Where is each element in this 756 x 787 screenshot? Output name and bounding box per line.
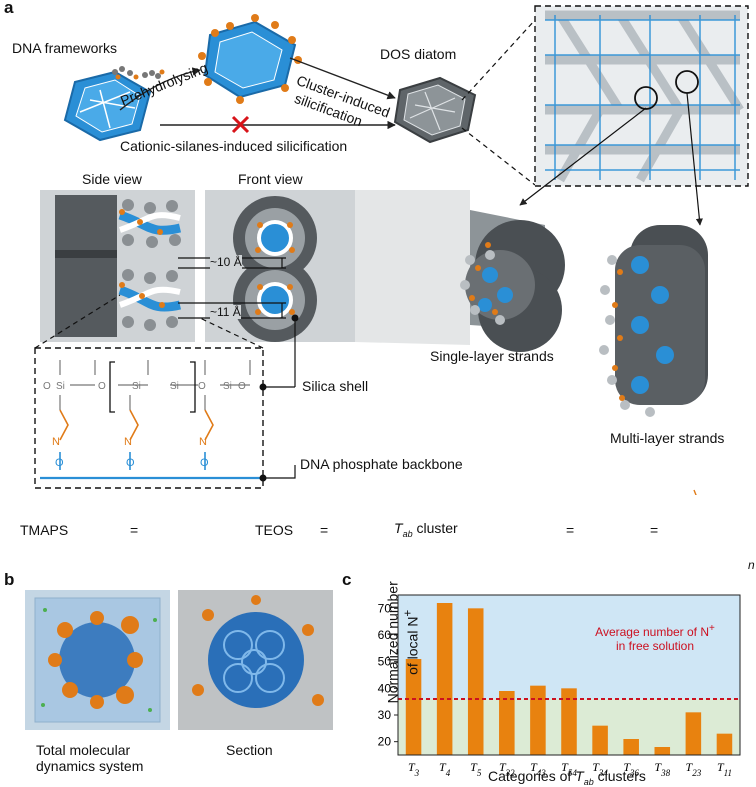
label-section: Section — [226, 742, 273, 758]
label-dos-diatom: DOS diatom — [380, 46, 457, 62]
svg-text:O: O — [238, 381, 246, 392]
x-axis-title: Categories of Tab clusters — [488, 768, 646, 787]
svg-text:Si: Si — [170, 381, 179, 392]
equals-sign-1: = — [130, 522, 139, 538]
svg-text:O: O — [200, 457, 209, 469]
label-side-view: Side view — [82, 171, 142, 187]
x-tick-label: T43 — [530, 760, 546, 778]
equals-sign-2: = — [320, 522, 329, 538]
label-tab-cluster: Tab cluster — [394, 520, 458, 539]
y-tick-label: 60 — [378, 628, 392, 642]
svg-text:Si: Si — [132, 381, 141, 392]
x-tick-label: T11 — [717, 760, 732, 778]
bar-T54 — [561, 688, 577, 755]
label-tmaps: TMAPS — [20, 522, 69, 538]
y-tick-label: 20 — [378, 735, 392, 749]
bar-T43 — [530, 685, 546, 755]
svg-text:N: N — [124, 436, 132, 448]
label-front-view: Front view — [238, 171, 303, 187]
label-total-line1: Total molecular — [36, 742, 131, 758]
x-tick-label: T54 — [561, 760, 577, 778]
y-tick-label: 70 — [378, 601, 392, 615]
bar-T3 — [405, 659, 422, 755]
y-tick-label: 30 — [378, 708, 392, 722]
x-tick-label: T32 — [499, 760, 515, 778]
bar-T36 — [623, 739, 639, 755]
label-dna-backbone: DNA phosphate backbone — [300, 456, 463, 472]
x-tick-label: T34 — [592, 760, 608, 778]
panel-b-label: b — [4, 570, 15, 589]
panel-c-label: c — [342, 570, 352, 589]
svg-text:N: N — [199, 436, 207, 448]
average-annotation: Average number of N+ in free solution — [595, 623, 715, 653]
label-distance-10: ~10 Å — [210, 255, 242, 269]
background-above-average — [398, 595, 740, 699]
y-axis-title-line2: of local N+ — [401, 609, 421, 675]
bar-T34 — [592, 725, 608, 755]
x-tick-label: T38 — [654, 760, 670, 778]
bar-T23 — [685, 712, 702, 755]
y-tick-label: 50 — [378, 655, 392, 669]
svg-text:O: O — [198, 381, 206, 392]
svg-text:O: O — [55, 457, 64, 469]
x-tick-label: T4 — [439, 760, 451, 778]
label-dna-frameworks: DNA frameworks — [12, 40, 118, 56]
bar-T5 — [467, 608, 484, 755]
label-distance-11: ~11 Å — [210, 305, 241, 319]
y-tick-label: 40 — [378, 681, 392, 695]
svg-text:O: O — [126, 457, 135, 469]
y-axis-title-line1: Normalized number — [384, 581, 401, 704]
bar-chart: T3 T4 T5 T32 T43 T54 T34 T36 T38 T23 T11 20 30 40 50 60… — [378, 594, 741, 778]
label-silica-shell: Silica shell — [302, 378, 369, 394]
svg-text:O: O — [43, 381, 51, 392]
bar-T32 — [499, 691, 515, 755]
bar-T38 — [654, 747, 671, 755]
label-single-layer-strands: Single-layer strands — [430, 348, 554, 364]
label-total-line2: dynamics system — [36, 758, 144, 774]
md-system-image — [25, 590, 170, 730]
label-multi-layer-strands: Multi-layer strands — [610, 430, 725, 446]
x-tick-label: T3 — [408, 760, 420, 778]
label-cationic-silicification: Cationic-silanes-induced silicification — [120, 138, 348, 154]
section-image — [178, 590, 333, 730]
svg-text:Si: Si — [223, 381, 232, 392]
svg-text:Si: Si — [56, 381, 65, 392]
equals-sign-3: = — [566, 522, 575, 538]
panel-a-label: a — [4, 0, 14, 17]
dna-framework-hexagon — [63, 70, 152, 142]
svg-text:N: N — [52, 436, 60, 448]
x-tick-label: T36 — [623, 760, 639, 778]
x-tick-label: T5 — [470, 760, 482, 778]
bar-T4 — [436, 603, 453, 755]
x-tick-label: T23 — [686, 760, 702, 778]
label-teos: TEOS — [255, 522, 294, 538]
equals-sign-4: = — [650, 522, 659, 538]
bar-T11 — [716, 733, 733, 755]
plot-frame — [397, 594, 741, 756]
svg-text:O: O — [98, 381, 106, 392]
label-n-subscript: n — [748, 558, 755, 572]
